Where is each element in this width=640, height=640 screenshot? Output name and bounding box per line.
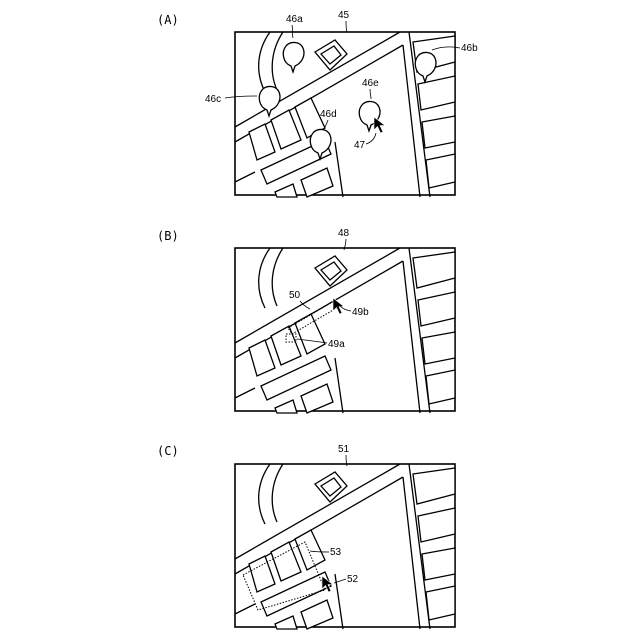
map-pin-icon[interactable] (415, 52, 436, 82)
panel-c-label: (C) (157, 444, 179, 458)
panel-b: (B) 48 50 49b 49a (157, 228, 455, 413)
panel-a: (A) 46a 45 46b 46c 46d 46e 47 (157, 10, 478, 197)
ref-46b: 46b (461, 43, 478, 54)
panel-a-label: (A) (157, 13, 179, 27)
leader-45 (346, 21, 347, 32)
ref-46a: 46a (286, 14, 303, 25)
panel-b-label: (B) (157, 229, 179, 243)
ref-47: 47 (354, 140, 366, 151)
map-51 (235, 464, 455, 629)
ref-46d: 46d (320, 109, 337, 120)
ref-50: 50 (289, 290, 301, 301)
leader-46a (292, 25, 293, 38)
ref-49a: 49a (328, 339, 345, 350)
panel-c: (C) 51 53 52 (157, 444, 455, 629)
map-48 (235, 248, 455, 413)
mouse-cursor-icon (374, 117, 385, 133)
leader-47 (366, 133, 376, 144)
ref-53: 53 (330, 547, 342, 558)
ref-46e: 46e (362, 78, 379, 89)
leader-46d (325, 120, 328, 127)
ref-45: 45 (338, 10, 350, 21)
ref-49b: 49b (352, 307, 369, 318)
mouse-cursor-icon (333, 298, 344, 314)
leader-46e (370, 89, 371, 99)
ref-48: 48 (338, 228, 350, 239)
ref-46c: 46c (205, 94, 221, 105)
map-pin-icon[interactable] (283, 42, 304, 72)
ref-51: 51 (338, 444, 350, 455)
ref-52: 52 (347, 574, 359, 585)
leader-46c (225, 96, 257, 98)
